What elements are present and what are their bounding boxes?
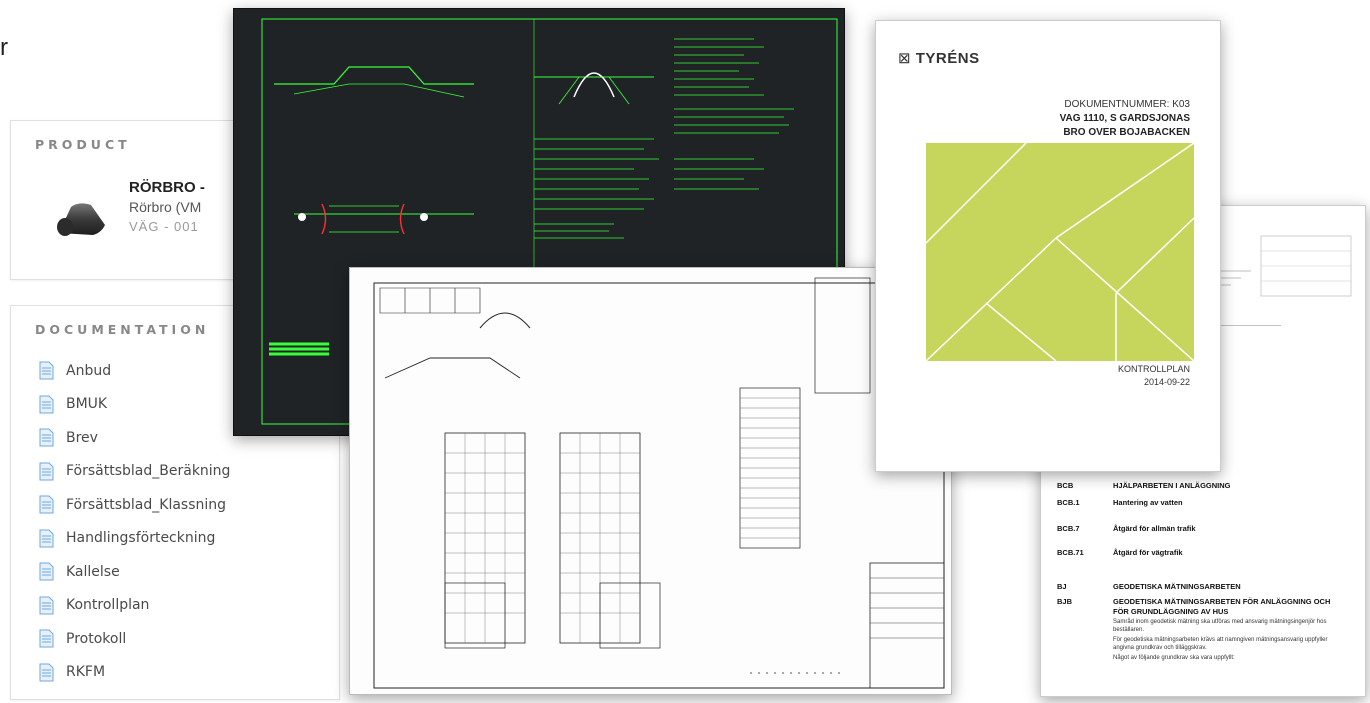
- doc-item-label: Anbud: [66, 362, 112, 379]
- doc-item-kallelse[interactable]: Kallelse: [39, 555, 230, 589]
- kp-note: Något av följande grundkrav ska vara upp…: [1113, 655, 1235, 661]
- cad-linework: [261, 18, 838, 425]
- tyrens-logo-mark-icon: ⊠: [898, 50, 916, 67]
- kp-note: Samråd inom geodetisk mätning ska utföra…: [1113, 619, 1327, 633]
- doc-item-label: Brev: [66, 429, 98, 446]
- product-name[interactable]: RÖRBRO -: [129, 179, 205, 196]
- document-icon: [39, 663, 54, 682]
- cover-doc-number: DOKUMENTNUMMER: K03: [1064, 99, 1190, 110]
- cover-title-line1: VAG 1110, S GARDSJONAS: [1059, 113, 1190, 124]
- doc-item-label: RKFM: [66, 664, 106, 681]
- cover-footer-label: KONTROLLPLAN: [1117, 364, 1190, 374]
- culvert-pipe-thumbnail[interactable]: [51, 199, 109, 239]
- kp-row-code: BCB.71: [1057, 548, 1084, 557]
- kp-row-text: Hantering av vatten: [1113, 498, 1183, 507]
- doc-item-label: Kontrollplan: [66, 597, 150, 614]
- product-code: VÄG - 001: [129, 219, 199, 234]
- cover-title-line2: BRO OVER BOJABACKEN: [1063, 127, 1190, 138]
- kp-row-code: BCB.7: [1057, 524, 1080, 533]
- kp-row-text: GEODETISKA MÄTNINGSARBETEN: [1113, 582, 1241, 591]
- document-icon: [39, 395, 54, 414]
- document-icon: [39, 428, 54, 447]
- doc-item-bmuk[interactable]: BMUK: [39, 388, 230, 422]
- tyrens-logo-text: TYRÉNS: [915, 50, 980, 67]
- doc-item-label: Handlingsförteckning: [66, 530, 216, 547]
- document-icon: [39, 529, 54, 548]
- kp-row-code: BJ: [1057, 582, 1067, 591]
- kp-row-code: BCB: [1057, 481, 1074, 490]
- kp-row-code: BCB.1: [1057, 498, 1080, 507]
- doc-item-handlingsforteckning[interactable]: Handlingsförteckning: [39, 522, 230, 556]
- doc-item-forsattsblad-klassning[interactable]: Försättsblad_Klassning: [39, 488, 230, 522]
- cad-linework-light: [373, 277, 945, 689]
- doc-item-anbud[interactable]: Anbud: [39, 354, 230, 388]
- product-heading: PRODUCT: [35, 137, 131, 152]
- doc-item-label: Försättsblad_Klassning: [66, 496, 227, 513]
- doc-item-kontrollplan[interactable]: Kontrollplan: [39, 589, 230, 623]
- cropped-heading-letter: r: [0, 34, 8, 61]
- document-icon: [39, 462, 54, 481]
- document-icon: [39, 495, 54, 514]
- document-icon: [39, 629, 54, 648]
- kp-row-text: FÖR GRUNDLÄGGNING AV HUS: [1113, 607, 1229, 616]
- doc-item-label: Kallelse: [66, 563, 120, 580]
- documentation-list: Anbud BMUK Brev Försättsblad_Beräkning F…: [39, 354, 230, 689]
- document-icon: [39, 361, 54, 380]
- doc-item-label: Försättsblad_Beräkning: [66, 463, 231, 480]
- kp-row-text: GEODETISKA MÄTNINGSARBETEN FÖR ANLÄGGNIN…: [1113, 597, 1331, 606]
- doc-item-brev[interactable]: Brev: [39, 421, 230, 455]
- doc-item-protokoll[interactable]: Protokoll: [39, 622, 230, 656]
- kp-row-text: Åtgärd för allmän trafik: [1113, 524, 1196, 533]
- kp-row-code: BJB: [1057, 597, 1073, 606]
- tangram-cover-art: [926, 143, 1194, 361]
- document-icon: [39, 596, 54, 615]
- kp-note: För geodetiska mätningsarbeten krävs att…: [1113, 637, 1328, 651]
- tyrens-logo: ⊠ TYRÉNS: [898, 49, 980, 67]
- doc-item-label: BMUK: [66, 396, 108, 413]
- cover-footer-date: 2014-09-22: [1143, 377, 1190, 387]
- doc-item-label: Protokoll: [66, 630, 127, 647]
- cad-drawing-light-preview[interactable]: [349, 267, 952, 695]
- documentation-heading: DOCUMENTATION: [35, 322, 210, 337]
- kp-row-text: HJÄLPARBETEN I ANLÄGGNING: [1113, 481, 1231, 490]
- doc-item-rkfm[interactable]: RKFM: [39, 656, 230, 690]
- document-icon: [39, 562, 54, 581]
- kontrollplan-cover-preview[interactable]: ⊠ TYRÉNS DOKUMENTNUMMER: K03 VAG 1110, S…: [875, 20, 1221, 472]
- kp-row-text: Åtgärd för vägtrafik: [1113, 548, 1183, 557]
- doc-item-forsattsblad-berakning[interactable]: Försättsblad_Beräkning: [39, 455, 230, 489]
- product-subtitle: Rörbro (VM: [129, 199, 202, 215]
